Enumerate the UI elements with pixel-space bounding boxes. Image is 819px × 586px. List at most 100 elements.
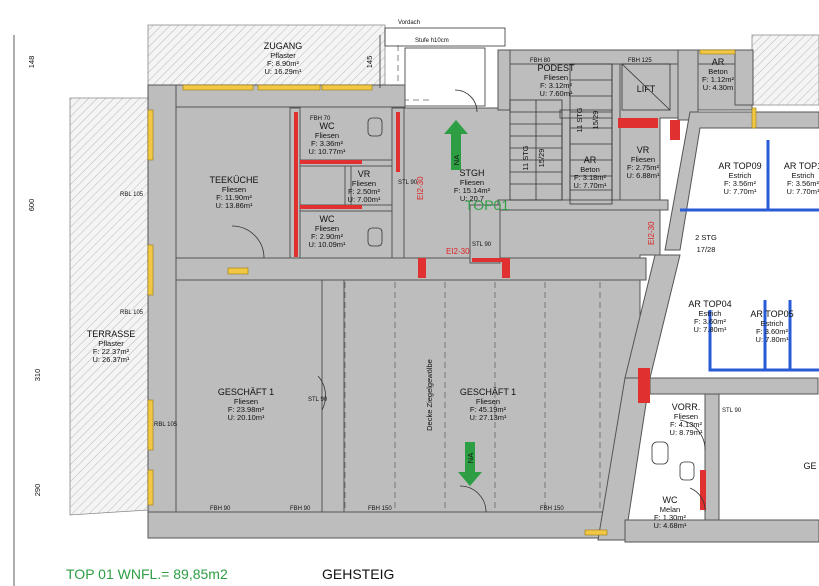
room-wc-2: WC Fliesen F: 2.90m² U: 10.09m¹ [308, 214, 346, 249]
room-perimeter: U: 27.13m¹ [469, 412, 507, 422]
room-name: GESCHÄFT 1 [217, 387, 275, 397]
room-zugang: ZUGANG Pflaster F: 8.90m² U: 16.29m¹ [264, 41, 303, 76]
room-perimeter: U: 13.86m¹ [215, 200, 253, 210]
room-name: GE [803, 461, 817, 471]
room-material: Fliesen [475, 396, 501, 406]
room-stgh: STGH Fliesen F: 15.14m² U: 20.7 [453, 168, 491, 203]
room-wc-3: WC Melan F: 1.30m² U: 4.68m¹ [653, 495, 687, 530]
window [182, 84, 254, 91]
room-area: F: 2.50m² [347, 186, 381, 196]
room-area: F: 3.36m² [310, 138, 344, 148]
room-perimeter: U: 7.80m¹ [693, 324, 727, 334]
room-name: AR TOP09 [718, 161, 762, 171]
stair-treads [509, 63, 613, 205]
terrasse-area [69, 97, 149, 516]
room-name: AR TOP1 [783, 161, 819, 171]
wall-mid [175, 257, 647, 281]
room-perimeter: U: 7.00m¹ [347, 194, 381, 204]
wall-part-6 [321, 279, 345, 513]
room-name: AR TOP05 [750, 309, 794, 319]
window [321, 84, 373, 91]
room-name: TERRASSE [86, 329, 136, 339]
room-material: Beton [708, 66, 728, 76]
room-name: VR [357, 169, 371, 179]
entry-stair [404, 47, 486, 107]
room-area: F: 8.90m² [266, 58, 300, 68]
wall-bottom [147, 511, 609, 539]
room-terrasse: TERRASSE Pflaster F: 22.37m² U: 26.37m¹ [86, 329, 136, 364]
room-area: F: 4.13m² [669, 419, 703, 429]
opening-tag: FBH 125 [628, 58, 652, 64]
room-name: TEEKÜCHE [209, 175, 259, 185]
dim-290: 290 [33, 484, 42, 497]
room-material: Fliesen [630, 154, 656, 164]
room-perimeter: U: 10.09m¹ [308, 239, 346, 249]
street-label: GEHSTEIG [322, 566, 395, 582]
room-ar-top04: AR TOP04 Estrich F: 3.60m² U: 7.80m¹ [688, 299, 732, 334]
window [699, 49, 736, 55]
vordach-outline [384, 27, 506, 47]
room-material: Estrich [728, 170, 752, 180]
room-material: Fliesen [543, 72, 569, 82]
room-podest: PODEST Fliesen F: 3.12m² U: 7.60m¹ [537, 63, 574, 98]
room-perimeter: U: 8.79m¹ [669, 427, 703, 437]
stair-label: 15/29 [591, 111, 600, 130]
room-area: F: 15.14m² [453, 185, 491, 195]
wall-stgh-left [497, 49, 511, 111]
na-label: NA [452, 155, 461, 165]
room-material: Fliesen [459, 177, 485, 187]
window [147, 109, 154, 161]
room-area: F: 2.90m² [310, 231, 344, 241]
room-ge: GE [803, 461, 817, 472]
fire-wall [300, 160, 362, 164]
room-perimeter: U: 7.60m¹ [539, 88, 573, 98]
lift-label: LIFT [637, 84, 656, 94]
room-perimeter: U: 16.29m¹ [264, 66, 302, 76]
na-label: NA [466, 453, 475, 463]
ei-label: EI2-30 [416, 176, 425, 200]
wall-bottom-right [624, 519, 819, 543]
opening-tag: RBL 105 [154, 422, 178, 428]
room-area: F: 11.90m² [216, 192, 252, 202]
opening-tag: FBH 150 [540, 506, 564, 512]
stair-label: 11 STG [521, 145, 530, 170]
room-area: F: 23.98m² [227, 404, 265, 414]
toilet-icon [679, 461, 695, 481]
opening-tag: RBL 105 [120, 310, 144, 316]
room-geschaeft-1a: GESCHÄFT 1 Fliesen F: 23.98m² U: 20.10m¹ [217, 387, 275, 422]
neighbour-hatch [751, 34, 819, 106]
opening-tag: STL 90 [398, 180, 418, 186]
sink-icon [651, 441, 669, 465]
room-name: STGH [459, 168, 485, 178]
room-material: Fliesen [314, 223, 340, 233]
room-area: F: 1.12m² [701, 74, 735, 84]
wall-right-upper [677, 49, 699, 121]
wnfl-summary: TOP 01 WNFL.= 89,85m2 [66, 566, 228, 582]
wall-ar-top [734, 49, 754, 106]
room-area: F: 3.12m² [539, 80, 573, 90]
room-teekueche: TEEKÜCHE Fliesen F: 11.90m² U: 13.86m¹ [209, 175, 259, 210]
lift-shaft [621, 63, 671, 111]
room-perimeter: U: 20.10m¹ [227, 412, 265, 422]
fire-wall [670, 120, 680, 140]
wall-part-11 [469, 204, 501, 264]
room-material: Pflaster [98, 338, 124, 348]
room-material: Fliesen [221, 184, 247, 194]
room-perimeter: U: 4.68m¹ [653, 520, 687, 530]
room-perimeter: U: 7.70m¹ [573, 180, 607, 190]
room-name: WC [319, 214, 335, 224]
room-perimeter: U: 20.7 [459, 193, 485, 203]
fire-wall [300, 205, 362, 209]
na-arrow-down [458, 442, 482, 486]
wall-part-8 [611, 63, 621, 205]
stair-label: 11 STG [575, 107, 584, 132]
room-name: AR [583, 155, 597, 165]
room-name: AR TOP04 [688, 299, 732, 309]
opening-tag: STL 90 [308, 397, 328, 403]
ziegel-label: Decke Ziegelgewölbe [425, 359, 434, 431]
wall-vorr-top [649, 377, 819, 395]
window [147, 469, 154, 506]
fire-wall [396, 112, 400, 172]
opening-tag: FBH 90 [290, 506, 311, 512]
room-area: F: 1.30m² [653, 512, 687, 522]
